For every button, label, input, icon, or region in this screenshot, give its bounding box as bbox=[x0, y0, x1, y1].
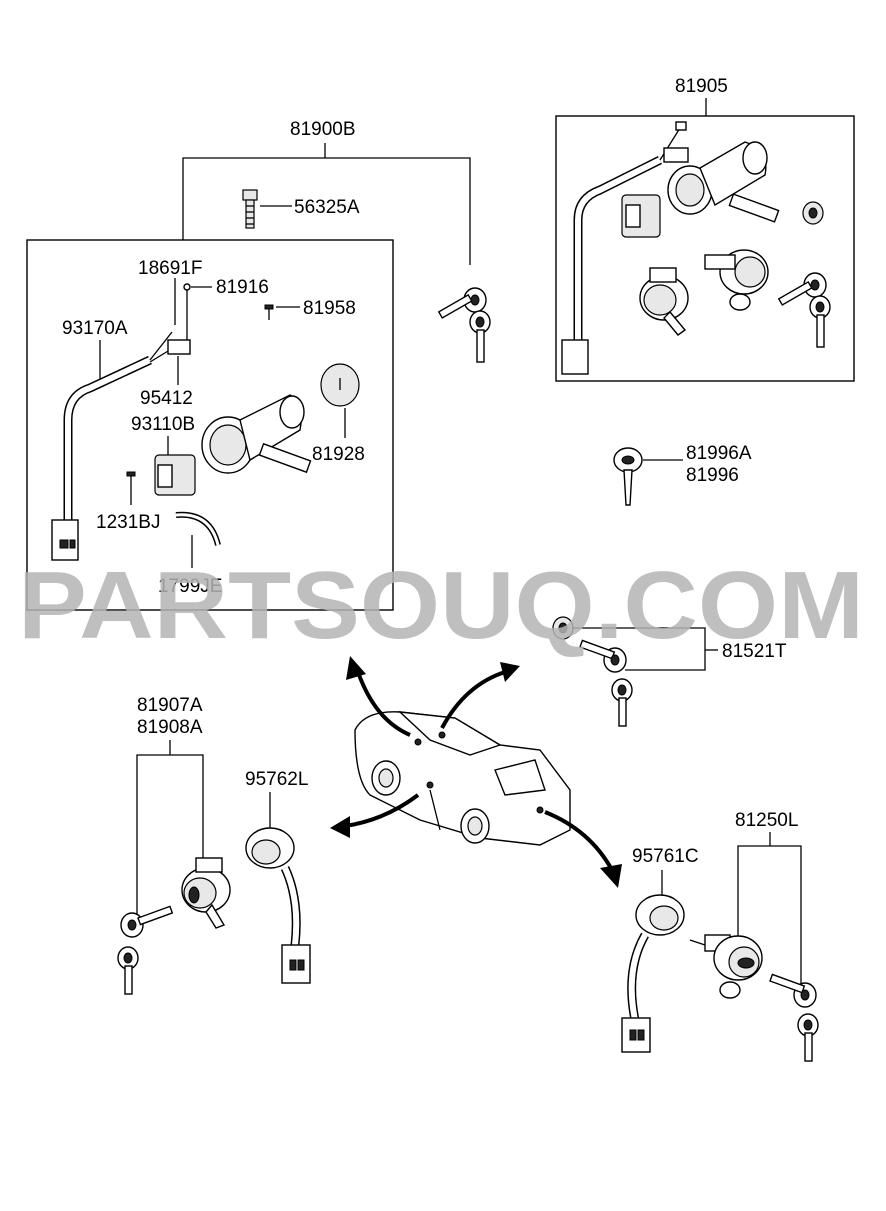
cap-81928 bbox=[320, 363, 360, 438]
label-18691F[interactable]: 18691F bbox=[138, 258, 202, 279]
box-81905 bbox=[555, 115, 855, 382]
label-81900B[interactable]: 81900B bbox=[290, 119, 356, 140]
bolt-56325A bbox=[242, 189, 292, 229]
label-1799JE[interactable]: 1799JE bbox=[158, 576, 222, 597]
label-81928[interactable]: 81928 bbox=[312, 444, 365, 465]
label-81996A[interactable]: 81996A bbox=[686, 443, 752, 464]
label-81908A[interactable]: 81908A bbox=[137, 717, 203, 738]
wire-harness-93170A bbox=[51, 331, 191, 561]
trunk-lock-81905 bbox=[704, 249, 769, 311]
group-81250L: 81250L bbox=[689, 810, 819, 1062]
group-81907A: 81907A 81908A bbox=[117, 695, 231, 995]
key-pair-81900B bbox=[437, 287, 491, 363]
label-81905[interactable]: 81905 bbox=[675, 76, 728, 97]
key-pair-81250L bbox=[769, 973, 819, 1062]
key-blank-81996 bbox=[613, 447, 683, 506]
cylinder-small-81905 bbox=[802, 201, 824, 225]
label-81916[interactable]: 81916 bbox=[216, 277, 269, 298]
door-lock-81907A bbox=[181, 857, 231, 929]
screw-1231BJ bbox=[126, 471, 136, 505]
label-95762L[interactable]: 95762L bbox=[245, 769, 308, 790]
group-81521T bbox=[552, 616, 718, 727]
watermark-text: PARTSOUQ.COM bbox=[18, 552, 864, 659]
lamp-socket-95761C bbox=[621, 894, 685, 1053]
clamp-1799JE bbox=[175, 511, 221, 568]
group-95761C: 95761C bbox=[621, 846, 699, 1053]
label-81250L[interactable]: 81250L bbox=[735, 810, 798, 831]
arrows bbox=[330, 656, 622, 888]
key-pair-81905 bbox=[777, 272, 831, 348]
box-81900B bbox=[26, 239, 394, 611]
label-81958[interactable]: 81958 bbox=[303, 298, 356, 319]
group-81900B: 81900B 56325A 18691F 81916 bbox=[26, 119, 491, 611]
door-lock-81905 bbox=[639, 267, 689, 336]
ignition-lock-assembly bbox=[154, 394, 312, 496]
trunk-lock-81250L bbox=[689, 934, 763, 999]
label-95761C[interactable]: 95761C bbox=[632, 846, 699, 867]
car-illustration bbox=[354, 711, 571, 846]
label-81996[interactable]: 81996 bbox=[686, 465, 739, 486]
label-81521T[interactable]: 81521T bbox=[722, 641, 787, 662]
label-56325A[interactable]: 56325A bbox=[294, 197, 360, 218]
ignition-assembly-81905 bbox=[561, 121, 831, 375]
group-95762L: 95762L bbox=[245, 769, 311, 984]
key-pair-81907A bbox=[117, 905, 174, 995]
screw-81958 bbox=[264, 304, 300, 320]
label-95412[interactable]: 95412 bbox=[140, 388, 193, 409]
label-1231BJ[interactable]: 1231BJ bbox=[96, 512, 160, 533]
group-81905: 81905 bbox=[555, 76, 855, 382]
label-81907A[interactable]: 81907A bbox=[137, 695, 203, 716]
lamp-socket-95762L bbox=[245, 827, 311, 984]
label-93110B[interactable]: 93110B bbox=[131, 414, 195, 435]
label-93170A[interactable]: 93170A bbox=[62, 318, 128, 339]
key-pair-81521T bbox=[579, 639, 633, 727]
